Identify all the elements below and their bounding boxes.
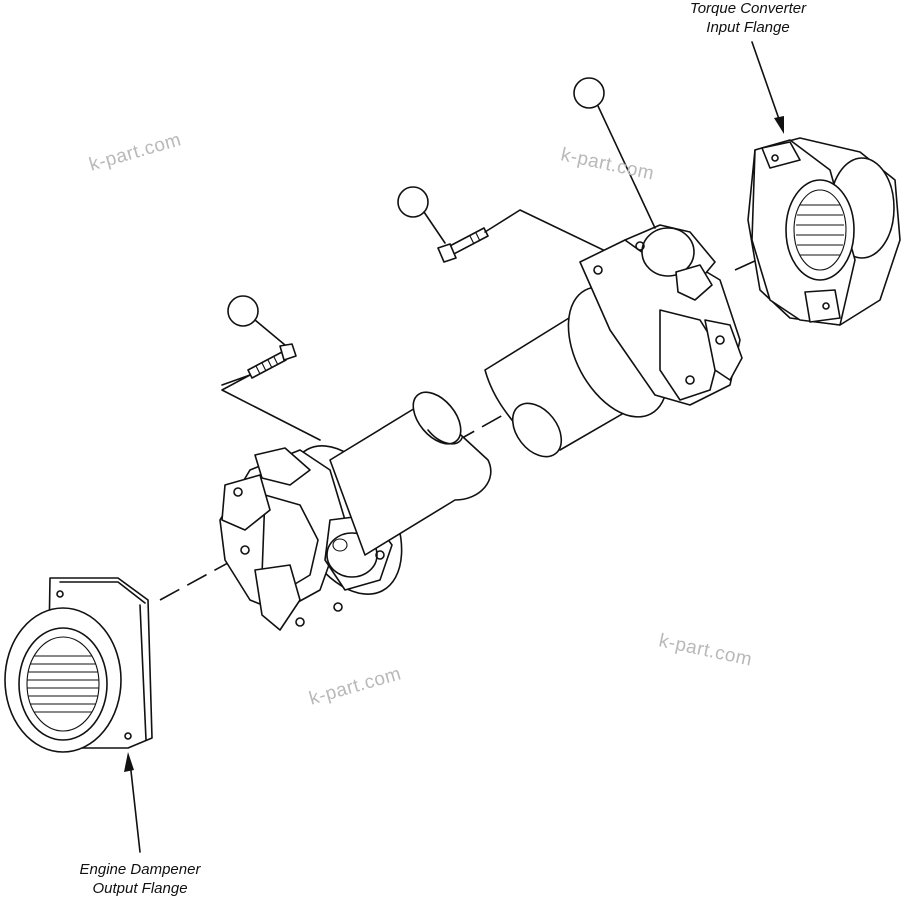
- torque-flange-arrow: [751, 41, 784, 134]
- torque-converter-input-flange: [747, 137, 901, 326]
- engine-dampener-label: Engine Dampener Output Flange: [60, 860, 220, 898]
- lower-bolt: [221, 343, 321, 441]
- middle-bolt: [437, 209, 621, 263]
- middle-callout: [397, 186, 446, 244]
- engine-flange-arrow: [124, 752, 141, 853]
- lower-driveshaft-tube: [329, 391, 492, 556]
- upper-callout: [573, 77, 656, 229]
- upper-universal-joint: [579, 224, 743, 406]
- lower-callout: [227, 295, 286, 346]
- engine-dampener-label-line1: Engine Dampener: [79, 861, 201, 878]
- torque-converter-label-line2: Input Flange: [706, 19, 790, 36]
- engine-dampener-label-line2: Output Flange: [92, 880, 188, 897]
- torque-converter-label: Torque Converter Input Flange: [668, 0, 828, 37]
- engine-dampener-output-flange: [4, 577, 153, 753]
- torque-converter-label-line1: Torque Converter: [689, 0, 807, 17]
